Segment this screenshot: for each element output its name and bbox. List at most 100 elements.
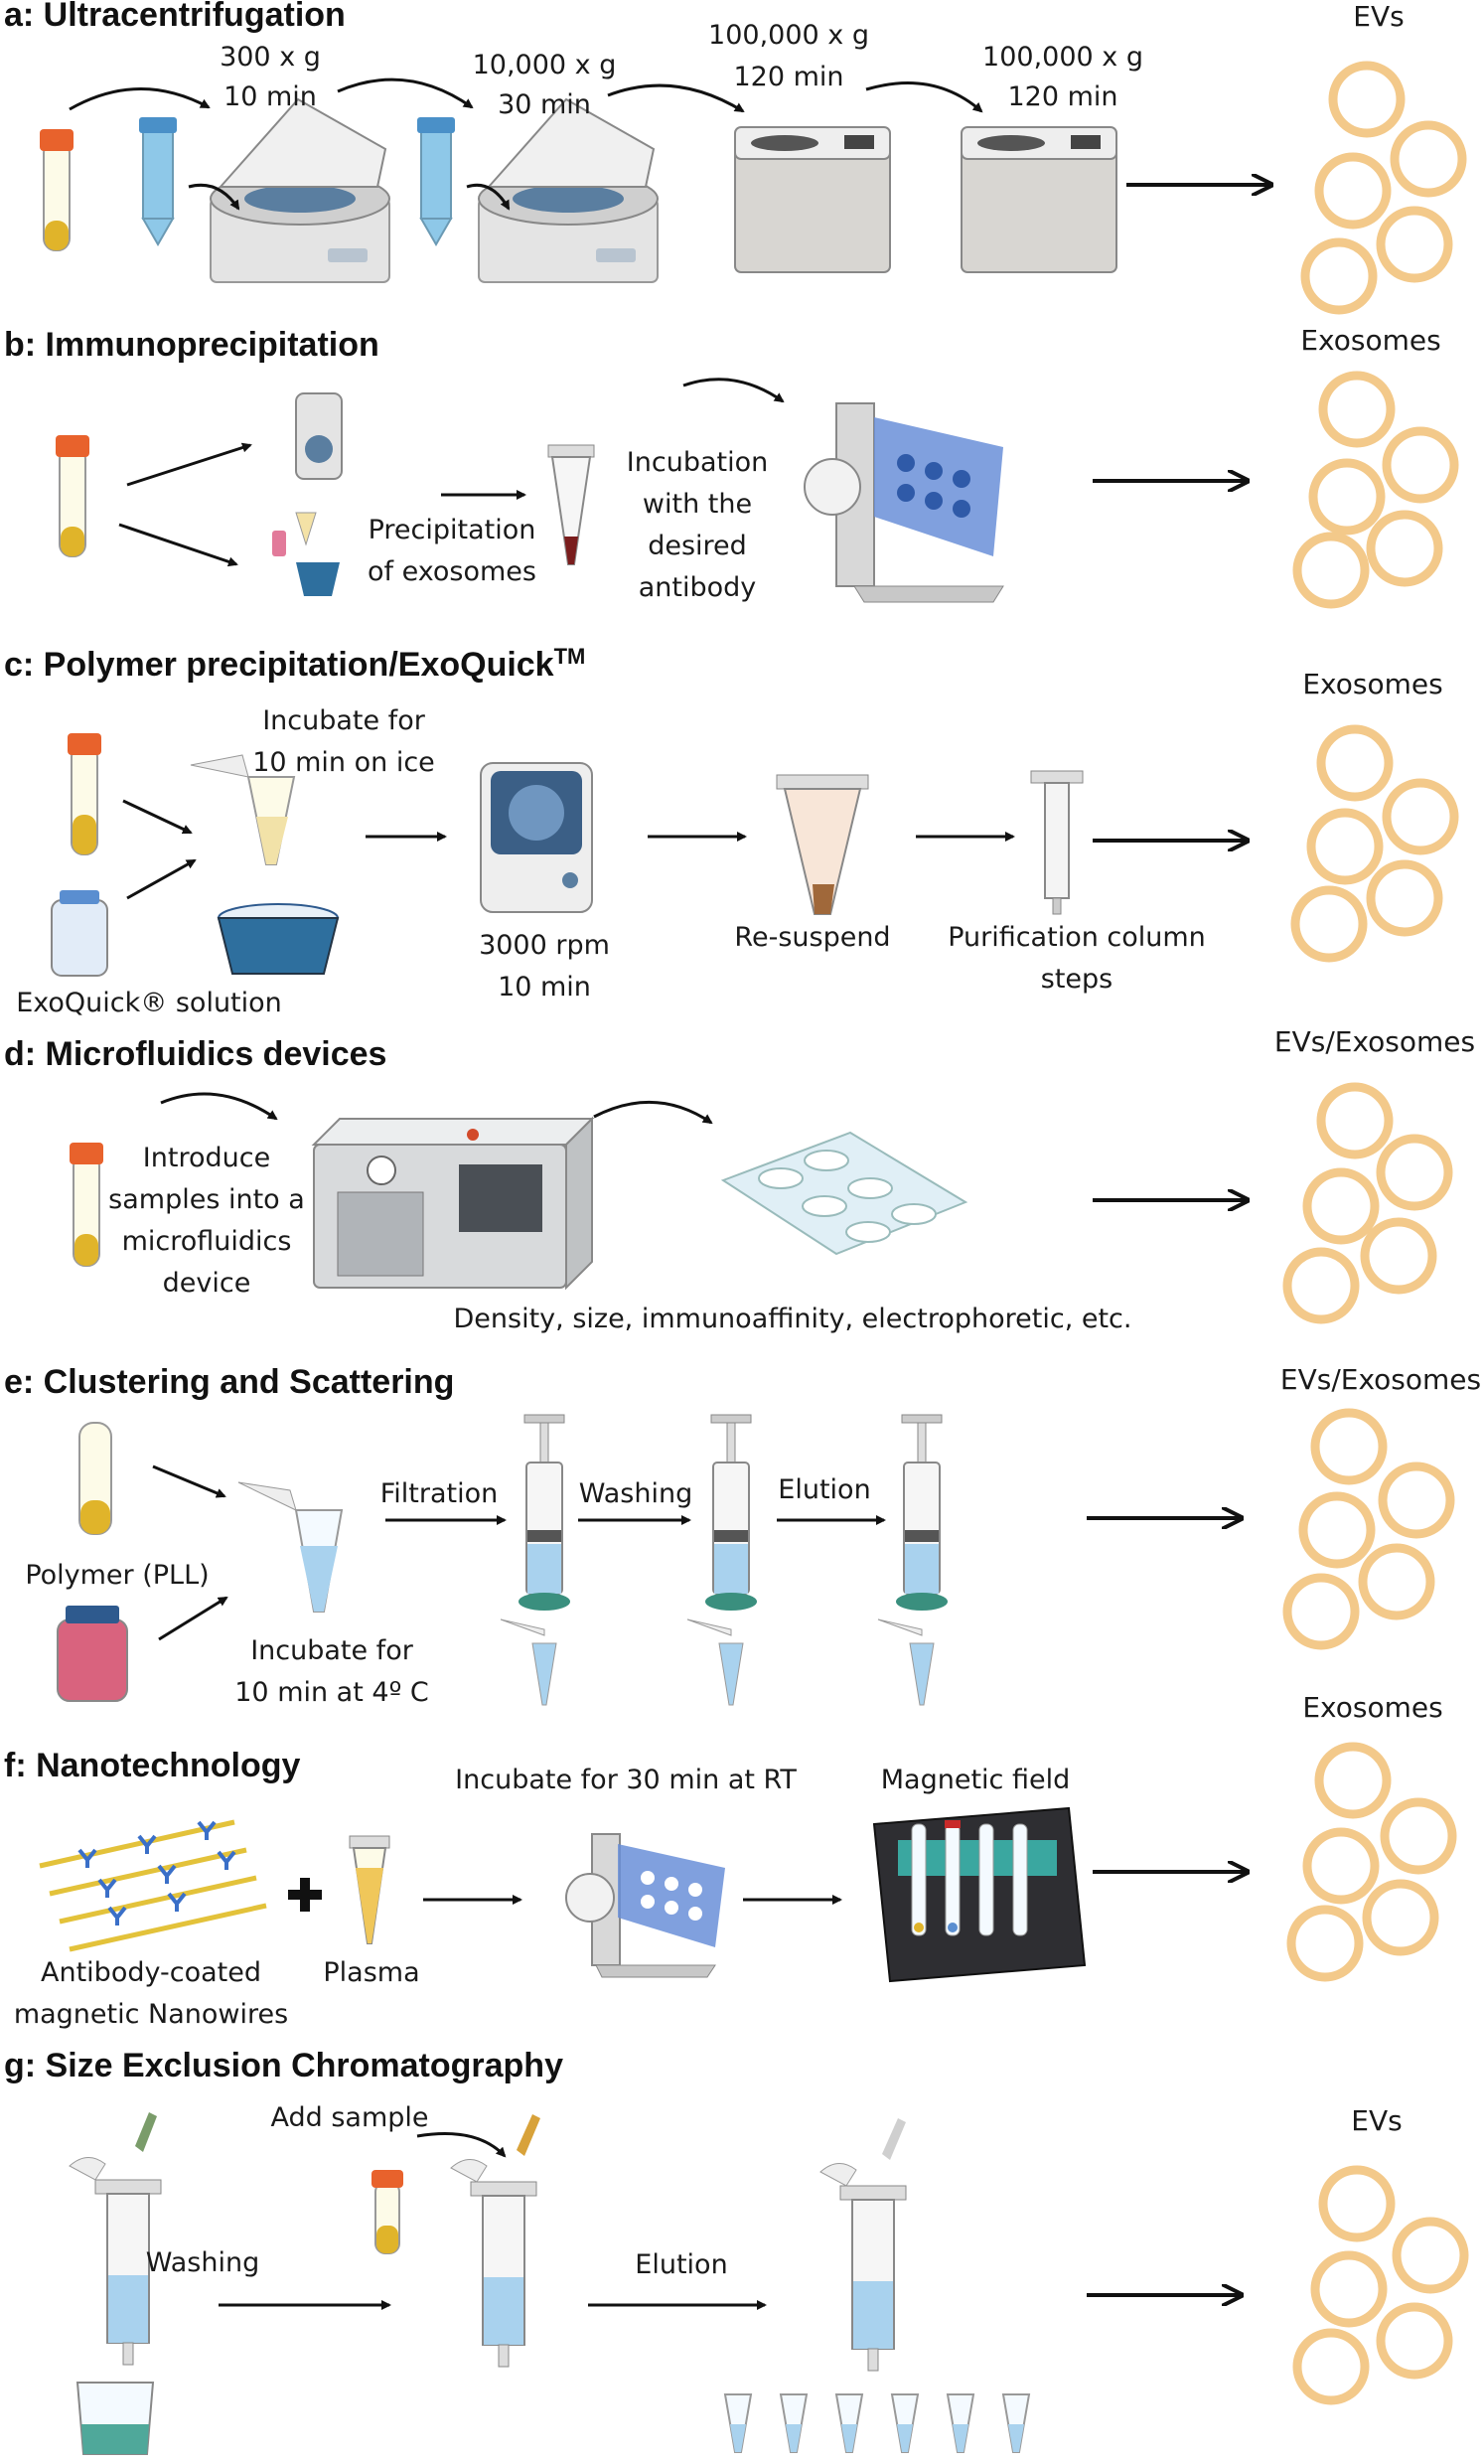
centrifuge-icon bbox=[210, 97, 390, 283]
centrifuge-icon bbox=[478, 97, 659, 283]
nanowires-icon bbox=[39, 1819, 267, 1952]
panel-a: a: Ultracentrifugation EVs bbox=[4, 0, 1467, 315]
benchtop-centrifuge-icon bbox=[480, 762, 593, 913]
collection-tubes-icon bbox=[723, 2393, 1031, 2453]
panel-f-result: Exosomes bbox=[1302, 1691, 1442, 1724]
panel-e-title: e: Clustering and Scattering bbox=[4, 1363, 454, 1401]
step-label: 120 min bbox=[1007, 81, 1117, 112]
reagent-kit-icon bbox=[272, 512, 340, 596]
vesicles-icon bbox=[1290, 724, 1459, 963]
step-label: 100,000 x g bbox=[708, 20, 869, 51]
step-label: 3000 rpm bbox=[479, 930, 610, 961]
step-label: Magnetic field bbox=[881, 1765, 1070, 1795]
curved-arrow-icon bbox=[416, 2132, 507, 2158]
well-plate-icon bbox=[720, 1131, 968, 1256]
beaker-icon bbox=[75, 2382, 155, 2455]
collection-tubes-fluid bbox=[730, 2424, 1024, 2452]
arrow-icon bbox=[158, 1596, 228, 1641]
sec-column-icon bbox=[819, 2118, 907, 2372]
step-label: Washing bbox=[146, 2247, 259, 2278]
step-label: 120 min bbox=[733, 62, 843, 92]
step-label: Incubate for bbox=[262, 705, 426, 736]
step-label: Purification column bbox=[948, 922, 1206, 953]
step-label: 10 min at 4º C bbox=[234, 1677, 429, 1708]
step-label: ExoQuick® solution bbox=[16, 988, 282, 1018]
ultracentrifuge-icon bbox=[961, 126, 1117, 273]
panel-d-result: EVs/Exosomes bbox=[1274, 1025, 1475, 1058]
reagent-bottle-icon bbox=[51, 890, 108, 977]
sample-tube-icon bbox=[70, 1143, 103, 1267]
curved-arrow-icon bbox=[593, 1100, 713, 1125]
curved-arrow-icon bbox=[865, 81, 983, 113]
step-label: Polymer (PLL) bbox=[25, 1560, 209, 1591]
panel-c-result: Exosomes bbox=[1302, 668, 1442, 700]
resuspended-tube-icon bbox=[776, 774, 869, 915]
curved-arrow-icon bbox=[160, 1092, 278, 1121]
eppendorf-tube-icon bbox=[190, 754, 296, 865]
step-label: Washing bbox=[579, 1478, 692, 1509]
step-label: desired bbox=[648, 531, 747, 561]
panel-c: c: Polymer precipitation/ExoQuickTM Exos… bbox=[4, 644, 1459, 1018]
step-label: 10 min on ice bbox=[252, 747, 435, 778]
mini-centrifuge-icon bbox=[295, 392, 343, 480]
curved-arrow-icon bbox=[188, 183, 240, 211]
curved-arrow-icon bbox=[69, 87, 211, 111]
step-label: microfluidics bbox=[122, 1226, 292, 1257]
step-label: 10,000 x g bbox=[473, 50, 617, 80]
sample-tube-icon bbox=[78, 1422, 112, 1535]
panel-a-title: a: Ultracentrifugation bbox=[4, 0, 346, 34]
panel-a-result: EVs bbox=[1353, 0, 1404, 33]
step-label: 30 min bbox=[498, 89, 591, 120]
step-label: Incubate for bbox=[250, 1635, 414, 1666]
sample-tube-icon bbox=[371, 2170, 403, 2254]
curved-arrow-icon bbox=[466, 183, 511, 211]
falcon-tube-icon bbox=[139, 117, 177, 247]
step-label: samples into a bbox=[108, 1184, 305, 1215]
vesicles-icon bbox=[1286, 1742, 1457, 1982]
curved-arrow-icon bbox=[607, 83, 745, 113]
eppendorf-tube-icon bbox=[349, 1835, 390, 1944]
precipitate-tube-icon bbox=[547, 444, 595, 565]
panel-d: d: Microfluidics devices EVs/Exosomes In… bbox=[4, 1025, 1475, 1334]
panel-b: b: Immunoprecipitation Exosomes Precipit… bbox=[4, 324, 1459, 609]
step-label: antibody bbox=[639, 572, 757, 603]
step-label: with the bbox=[643, 489, 752, 520]
vesicles-icon bbox=[1300, 61, 1467, 315]
step-label: magnetic Nanowires bbox=[14, 1999, 288, 2030]
step-label: 10 min bbox=[223, 81, 317, 112]
step-label: Precipitation bbox=[369, 515, 536, 545]
panel-e: e: Clustering and Scattering EVs/Exosome… bbox=[4, 1363, 1481, 1708]
sample-tube-icon bbox=[56, 435, 89, 557]
sample-tube-icon bbox=[40, 129, 74, 251]
antibody-icon bbox=[77, 1820, 236, 1925]
ice-bucket-icon bbox=[217, 903, 340, 975]
polymer-bottle-icon bbox=[57, 1606, 128, 1702]
sec-column-icon bbox=[69, 2112, 162, 2366]
step-label: 300 x g bbox=[220, 42, 321, 73]
panel-f-title: f: Nanotechnology bbox=[4, 1747, 301, 1784]
eppendorf-tube-icon bbox=[237, 1481, 344, 1613]
step-label: device bbox=[163, 1268, 251, 1299]
sec-column-icon bbox=[450, 2114, 540, 2368]
step-label: Re-suspend bbox=[734, 922, 890, 953]
step-label: Antibody-coated bbox=[41, 1957, 261, 1988]
panel-b-title: b: Immunoprecipitation bbox=[4, 326, 379, 364]
magnetic-rack-icon bbox=[872, 1806, 1087, 1983]
vesicles-icon bbox=[1282, 1408, 1455, 1650]
step-label: Plasma bbox=[323, 1957, 419, 1988]
step-label: Elution bbox=[778, 1474, 870, 1505]
panel-g-result: EVs bbox=[1351, 2104, 1402, 2137]
purification-column-icon bbox=[1030, 770, 1084, 915]
falcon-tube-icon bbox=[417, 117, 455, 247]
arrow-icon bbox=[122, 799, 193, 835]
step-label: steps bbox=[1041, 964, 1113, 995]
arrow-icon bbox=[126, 858, 197, 900]
step-label: of exosomes bbox=[368, 556, 536, 587]
step-label: Incubate for 30 min at RT bbox=[455, 1765, 797, 1795]
syringe-filter-icon bbox=[877, 1414, 948, 1706]
arrow-icon bbox=[126, 442, 252, 487]
step-label: Elution bbox=[635, 2249, 727, 2280]
panel-c-title: c: Polymer precipitation/ExoQuickTM bbox=[4, 644, 585, 684]
curved-arrow-icon bbox=[682, 378, 785, 403]
